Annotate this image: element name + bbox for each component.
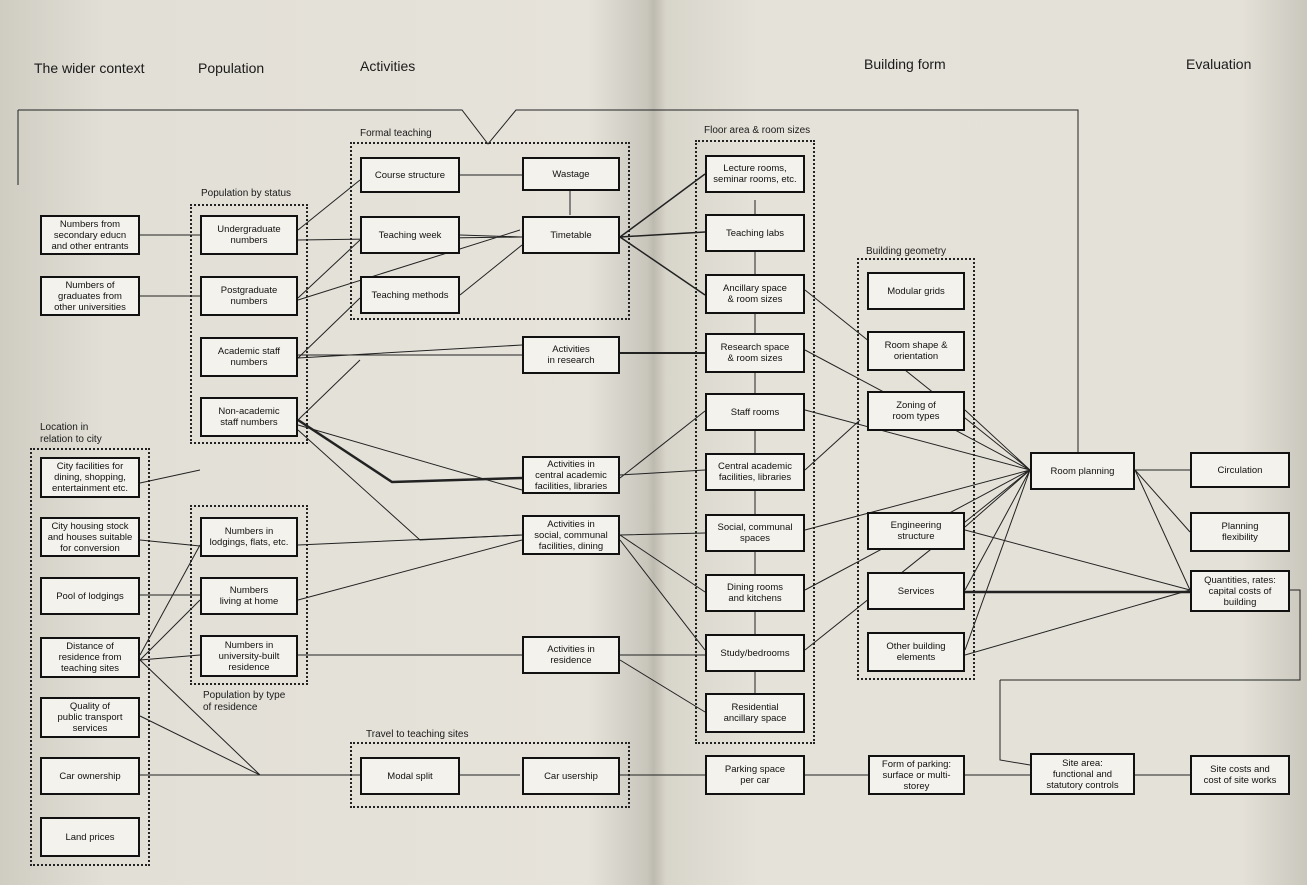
box-lecture-rooms: Lecture rooms, seminar rooms, etc. [705,155,805,193]
box-circulation: Circulation [1190,452,1290,488]
planning-to-eval [964,469,1191,656]
box-teaching-labs: Teaching labs [705,214,805,252]
box-research-space: Research space & room sizes [705,333,805,373]
box-secondary-entrants: Numbers from secondary educn and other e… [40,215,140,255]
box-academic-staff: Academic staff numbers [200,337,298,377]
box-site-area: Site area: functional and statutory cont… [1030,753,1135,795]
label-population-by-status: Population by status [201,188,292,199]
box-ancillary-space: Ancillary space & room sizes [705,274,805,314]
header-activities: Activities [360,58,416,74]
box-central-facilities: Central academic facilities, libraries [705,453,805,491]
box-services: Services [867,572,965,610]
box-other-elements: Other building elements [867,632,965,672]
label-population-by-type: Population by type of residence [203,690,286,713]
box-modal-split: Modal split [360,757,460,795]
header-evaluation: Evaluation [1186,56,1252,72]
formal-internal-lines [459,174,571,296]
box-social-spaces: Social, communal spaces [705,514,805,552]
box-staff-rooms: Staff rooms [705,393,805,431]
label-travel: Travel to teaching sites [366,729,469,740]
timetable-links [619,173,706,296]
box-timetable: Timetable [522,216,620,254]
geometry-to-planning [964,409,1031,651]
box-room-shape: Room shape & orientation [867,331,965,371]
header-population: Population [198,60,265,76]
box-car-ownership: Car ownership [40,757,140,795]
central-link [619,410,706,479]
parking-links [805,589,1301,776]
box-living-home: Numbers living at home [200,577,298,615]
status-to-wider-lines [139,234,201,661]
residence-links [619,654,706,713]
box-pool-lodgings: Pool of lodgings [40,577,140,615]
box-site-costs: Site costs and cost of site works [1190,755,1290,795]
box-zoning: Zoning of room types [867,391,965,431]
top-feedback-line [17,109,1079,470]
box-activities-research: Activities in research [522,336,620,374]
box-planning-flexibility: Planning flexibility [1190,512,1290,552]
box-undergraduate: Undergraduate numbers [200,215,298,255]
box-university-residence: Numbers in university-built residence [200,635,298,677]
box-land-prices: Land prices [40,817,140,857]
box-city-housing: City housing stock and houses suitable f… [40,517,140,557]
label-formal-teaching: Formal teaching [360,128,432,139]
label-location: Location in relation to city [40,422,102,445]
box-public-transport: Quality of public transport services [40,697,140,738]
group-floor-area [695,140,815,744]
box-city-facilities: City facilities for dining, shopping, en… [40,457,140,498]
box-graduates-other-universities: Numbers of graduates from other universi… [40,276,140,316]
box-engineering-structure: Engineering structure [867,512,965,550]
group-location [30,448,150,866]
header-wider-context: The wider context [34,60,145,76]
box-activities-social: Activities in social, communal facilitie… [522,515,620,555]
group-building-geometry [857,258,975,680]
box-form-of-parking: Form of parking: surface or multi- store… [868,755,965,795]
box-quantities-rates: Quantities, rates: capital costs of buil… [1190,570,1290,612]
box-study-bedrooms: Study/bedrooms [705,634,805,672]
social-links [619,532,706,651]
box-distance-residence: Distance of residence from teaching site… [40,637,140,678]
residence-lines [297,534,523,656]
box-activities-residence: Activities in residence [522,636,620,674]
label-building-geometry: Building geometry [866,246,947,257]
box-wastage: Wastage [522,157,620,191]
box-nonacademic-staff: Non-academic staff numbers [200,397,298,437]
transport-lines [139,659,520,776]
box-modular-grids: Modular grids [867,272,965,310]
box-teaching-week: Teaching week [360,216,460,254]
box-postgraduate: Postgraduate numbers [200,276,298,316]
group-travel [350,742,630,808]
group-population-by-status [190,204,308,444]
label-floor-area: Floor area & room sizes [704,125,811,136]
group-formal-teaching [350,142,630,320]
box-lodgings: Numbers in lodgings, flats, etc. [200,517,298,557]
box-car-usership: Car usership [522,757,620,795]
header-building-form: Building form [864,56,946,72]
box-activities-central: Activities in central academic facilitie… [522,456,620,494]
box-parking-space: Parking space per car [705,755,805,795]
box-room-planning: Room planning [1030,452,1135,490]
box-dining-rooms: Dining rooms and kitchens [705,574,805,612]
box-residential-ancillary: Residential ancillary space [705,693,805,733]
pop-thick-line [297,418,523,484]
box-teaching-methods: Teaching methods [360,276,460,314]
box-course-structure: Course structure [360,157,460,193]
group-population-by-type [190,505,308,685]
